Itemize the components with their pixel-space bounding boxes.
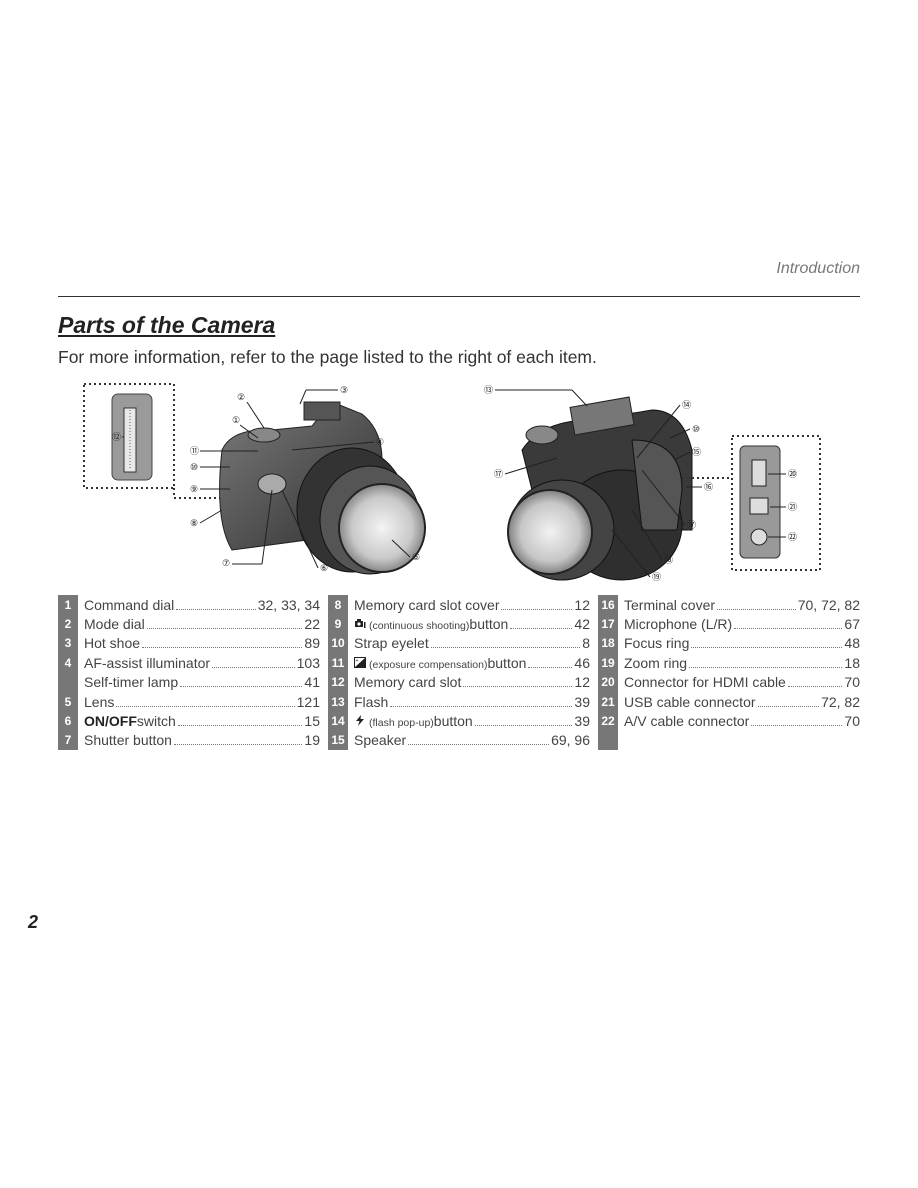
svg-text:⑫: ⑫ <box>112 432 121 442</box>
page-title: Parts of the Camera <box>58 312 276 338</box>
svg-text:+: + <box>356 658 359 664</box>
callout-17b: ⑰ <box>687 520 696 530</box>
callout-10b: ⑩ <box>692 424 700 434</box>
header-rule <box>58 296 860 297</box>
front-camera-figure: ⑫ ① ② ③ ④ ⑤ ⑥ ⑦ ⑧ ⑨ ⑩ ⑪ <box>82 380 442 575</box>
intro-text: For more information, refer to the page … <box>58 347 597 367</box>
callout-1: ① <box>232 415 240 425</box>
callout-6: ⑥ <box>320 563 328 573</box>
page-number: 2 <box>28 912 39 932</box>
callout-4: ④ <box>376 437 384 447</box>
callout-20: ⑳ <box>788 469 797 479</box>
list-filler <box>598 730 860 751</box>
flash-icon <box>356 715 364 727</box>
callout-11: ⑪ <box>190 446 199 456</box>
section-label: Introduction <box>776 260 860 277</box>
callout-13: ⑬ <box>484 385 493 395</box>
callout-9: ⑨ <box>190 484 198 494</box>
callout-3: ③ <box>340 385 348 395</box>
callout-14: ⑭ <box>682 400 691 410</box>
callout-5: ⑤ <box>412 552 420 562</box>
callout-10: ⑩ <box>190 462 198 472</box>
callout-19: ⑲ <box>652 572 661 582</box>
rear-camera-figure: ⑬ ⑭ ⑩ ⑮ ⑯ ⑰ ⑰ ⑱ ⑲ ⑳ ㉑ ㉒ <box>482 380 827 590</box>
callout-16: ⑯ <box>704 482 713 492</box>
callout-21: ㉑ <box>788 502 797 512</box>
callout-22: ㉒ <box>788 532 797 542</box>
callout-18: ⑱ <box>664 555 673 565</box>
exposure-compensation-icon: + <box>354 656 366 668</box>
callout-2: ② <box>237 392 245 402</box>
callout-7: ⑦ <box>222 558 230 568</box>
callout-8: ⑧ <box>190 518 198 528</box>
callout-17a: ⑰ <box>494 469 503 479</box>
continuous-shooting-icon <box>355 619 366 629</box>
callout-15: ⑮ <box>692 447 701 457</box>
